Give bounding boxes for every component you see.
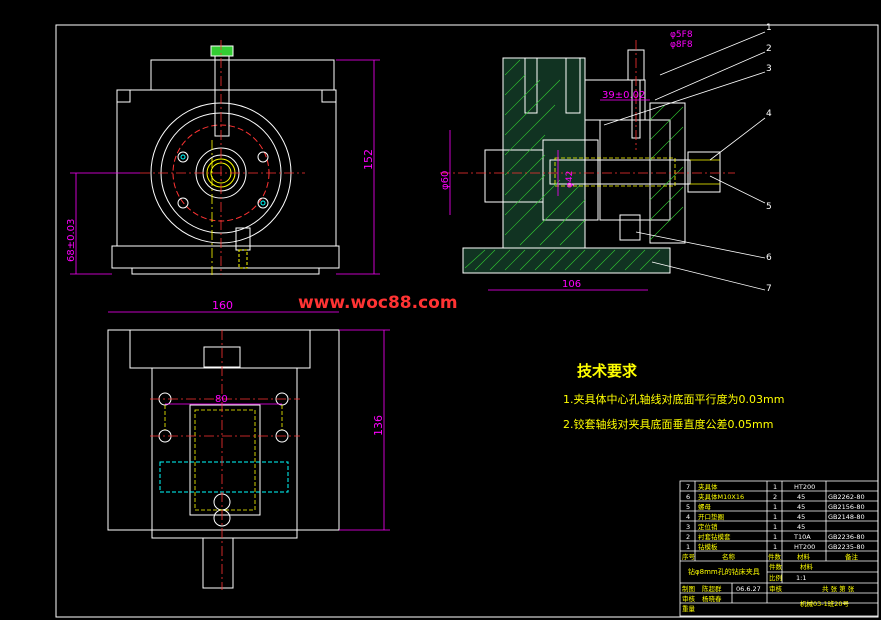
checker-label: 审核 bbox=[682, 594, 696, 603]
scale-value: 1:1 bbox=[796, 574, 806, 582]
bom-row-5-std: GB2156-80 bbox=[828, 503, 865, 511]
bom-row-1-no: 1 bbox=[686, 543, 690, 551]
dim-106: 106 bbox=[562, 279, 581, 290]
side-centerlines bbox=[440, 40, 735, 174]
balloon-2: 2 bbox=[766, 44, 772, 54]
scale-label: 比例 bbox=[769, 573, 782, 582]
bom-row-1-std: GB2235-80 bbox=[828, 543, 865, 551]
bom-row-4-qty: 1 bbox=[773, 513, 777, 521]
balloon-7: 7 bbox=[766, 284, 772, 294]
bom-row-5-mat: 45 bbox=[797, 503, 805, 511]
dim-136: 136 bbox=[372, 415, 385, 436]
class-info: 机械03-1班20号 bbox=[800, 599, 850, 608]
bom-header-no: 序号 bbox=[682, 552, 696, 561]
bom-row-2-name: 衬套钻模套 bbox=[698, 532, 731, 541]
dim-80: 80 bbox=[215, 394, 228, 405]
bom-row-5-name: 螺母 bbox=[698, 502, 712, 511]
balloon-6: 6 bbox=[766, 253, 772, 263]
check-label: 审核 bbox=[769, 584, 783, 593]
bom-row-6-std: GB2262-80 bbox=[828, 493, 865, 501]
bom-row-2-mat: T10A bbox=[793, 533, 811, 541]
balloon-5: 5 bbox=[766, 202, 772, 212]
dim-60: φ60 bbox=[440, 171, 451, 190]
bom-header-qty: 件数 bbox=[768, 552, 782, 561]
bom-header-std: 备注 bbox=[845, 552, 859, 561]
designer-label: 制图 bbox=[682, 584, 695, 593]
leader-lines bbox=[603, 31, 766, 291]
front-dims bbox=[70, 59, 380, 275]
dim-5f8: φ5F8 bbox=[670, 30, 693, 40]
tech-req-title: 技术要求 bbox=[577, 362, 638, 380]
bom-row-6-name: 夹具体M10X16 bbox=[698, 492, 744, 501]
bom-row-1-mat: HT200 bbox=[794, 543, 815, 551]
bom-row-3-name: 定位销 bbox=[698, 522, 718, 531]
part-title: 钻φ8mm孔的钻床夹具 bbox=[688, 567, 760, 576]
top-centerlines bbox=[150, 330, 300, 590]
sheet-border bbox=[55, 24, 879, 618]
extra-label: 重量 bbox=[682, 605, 696, 613]
bom-row-5-qty: 1 bbox=[773, 503, 777, 511]
balloon-3: 3 bbox=[766, 64, 772, 74]
sheet-info: 共 张 第 张 bbox=[822, 584, 855, 593]
watermark: www.woc88.com bbox=[298, 293, 458, 313]
checker-name: 杨晓春 bbox=[702, 594, 722, 603]
bom-row-4-mat: 45 bbox=[797, 513, 805, 521]
bom-row-5-no: 5 bbox=[686, 503, 690, 511]
dim-42: φ42 bbox=[565, 171, 575, 188]
bom-row-2-no: 2 bbox=[686, 533, 690, 541]
dim-152: 152 bbox=[362, 149, 375, 170]
side-dims bbox=[449, 99, 650, 291]
design-date: 06.6.27 bbox=[736, 585, 761, 593]
bom-row-4-std: GB2148-80 bbox=[828, 513, 865, 521]
dim-8f8: φ8F8 bbox=[670, 40, 693, 50]
top-hidden bbox=[164, 405, 283, 511]
bom-header-mat: 材料 bbox=[797, 552, 811, 561]
material-label: 材料 bbox=[800, 562, 814, 571]
bom-row-7-no: 7 bbox=[686, 483, 690, 491]
front-centerlines bbox=[140, 40, 305, 275]
bom-row-2-qty: 1 bbox=[773, 533, 777, 541]
bom-row-4-no: 4 bbox=[686, 513, 690, 521]
bom-header-name: 名称 bbox=[722, 552, 736, 561]
dim-68: 68±0.03 bbox=[66, 219, 77, 262]
title-block bbox=[679, 480, 879, 617]
balloon-1: 1 bbox=[766, 23, 772, 33]
bom-row-4-name: 开口垫圈 bbox=[698, 512, 724, 521]
bom-row-1-qty: 1 bbox=[773, 543, 777, 551]
tech-req-item-2: 2.铰套轴线对夹具底面垂直度公差0.05mm bbox=[563, 417, 773, 431]
dim-160: 160 bbox=[212, 299, 233, 312]
bom-row-7-name: 夹具体 bbox=[698, 482, 718, 491]
balloon-4: 4 bbox=[766, 109, 772, 119]
dim-39: 39±0.02 bbox=[602, 90, 645, 101]
bom-row-2-std: GB2236-80 bbox=[828, 533, 865, 541]
bom-row-1-name: 钻模板 bbox=[698, 542, 718, 551]
bom-row-7-mat: HT200 bbox=[794, 483, 815, 491]
tech-req-item-1: 1.夹具体中心孔轴线对底面平行度为0.03mm bbox=[563, 392, 784, 406]
bom-row-3-mat: 45 bbox=[797, 523, 805, 531]
weight-label: 件数 bbox=[769, 562, 783, 571]
bom-row-6-mat: 45 bbox=[797, 493, 805, 501]
bom-row-3-qty: 1 bbox=[773, 523, 777, 531]
bom-row-7-qty: 1 bbox=[773, 483, 777, 491]
side-hatching bbox=[464, 59, 684, 271]
top-dims bbox=[108, 311, 390, 531]
designer-name: 陈超群 bbox=[702, 584, 722, 593]
bom-row-6-qty: 2 bbox=[773, 493, 777, 501]
bom-row-6-no: 6 bbox=[686, 493, 690, 501]
bom-row-3-no: 3 bbox=[686, 523, 690, 531]
side-details bbox=[554, 157, 720, 187]
